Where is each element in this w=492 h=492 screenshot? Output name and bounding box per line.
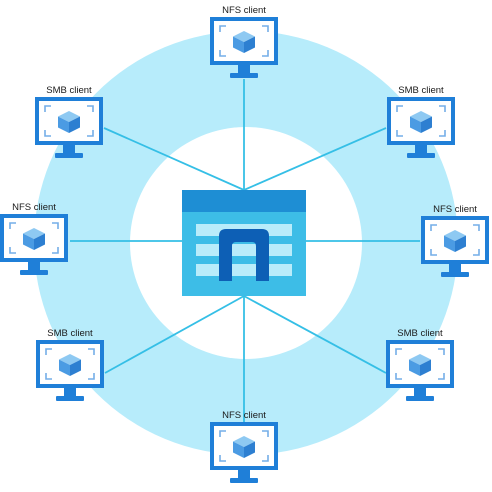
client-label: SMB client — [397, 328, 443, 339]
client-label: SMB client — [398, 85, 444, 96]
virtual-machine-monitor-icon — [36, 340, 104, 401]
client-lower-right: SMB client — [386, 328, 454, 401]
virtual-machine-monitor-icon — [386, 340, 454, 401]
client-label: NFS client — [12, 202, 56, 213]
client-bottom: NFS client — [210, 410, 278, 483]
client-label: SMB client — [47, 328, 93, 339]
virtual-machine-monitor-icon — [0, 214, 68, 275]
virtual-machine-monitor-icon — [387, 97, 455, 158]
client-label: NFS client — [222, 5, 266, 16]
virtual-machine-monitor-icon — [35, 97, 103, 158]
client-upper-left: SMB client — [35, 85, 103, 158]
client-label: SMB client — [46, 85, 92, 96]
client-left: NFS client — [0, 202, 68, 275]
virtual-machine-monitor-icon — [210, 17, 278, 78]
client-top: NFS client — [210, 5, 278, 78]
connection-line-upper-left — [103, 127, 245, 191]
connection-line-lower-left — [104, 295, 245, 374]
client-upper-right: SMB client — [387, 85, 455, 158]
virtual-machine-monitor-icon — [210, 422, 278, 483]
nfs-storage-server-icon — [182, 190, 306, 296]
connection-lines — [70, 79, 420, 422]
client-lower-left: SMB client — [36, 328, 104, 401]
client-right: NFS client — [421, 204, 489, 277]
connection-line-lower-right — [243, 295, 387, 374]
client-label: NFS client — [222, 410, 266, 421]
file-share-server — [182, 190, 306, 296]
virtual-machine-monitor-icon — [421, 216, 489, 277]
connection-line-upper-right — [243, 127, 387, 191]
client-label: NFS client — [433, 204, 477, 215]
